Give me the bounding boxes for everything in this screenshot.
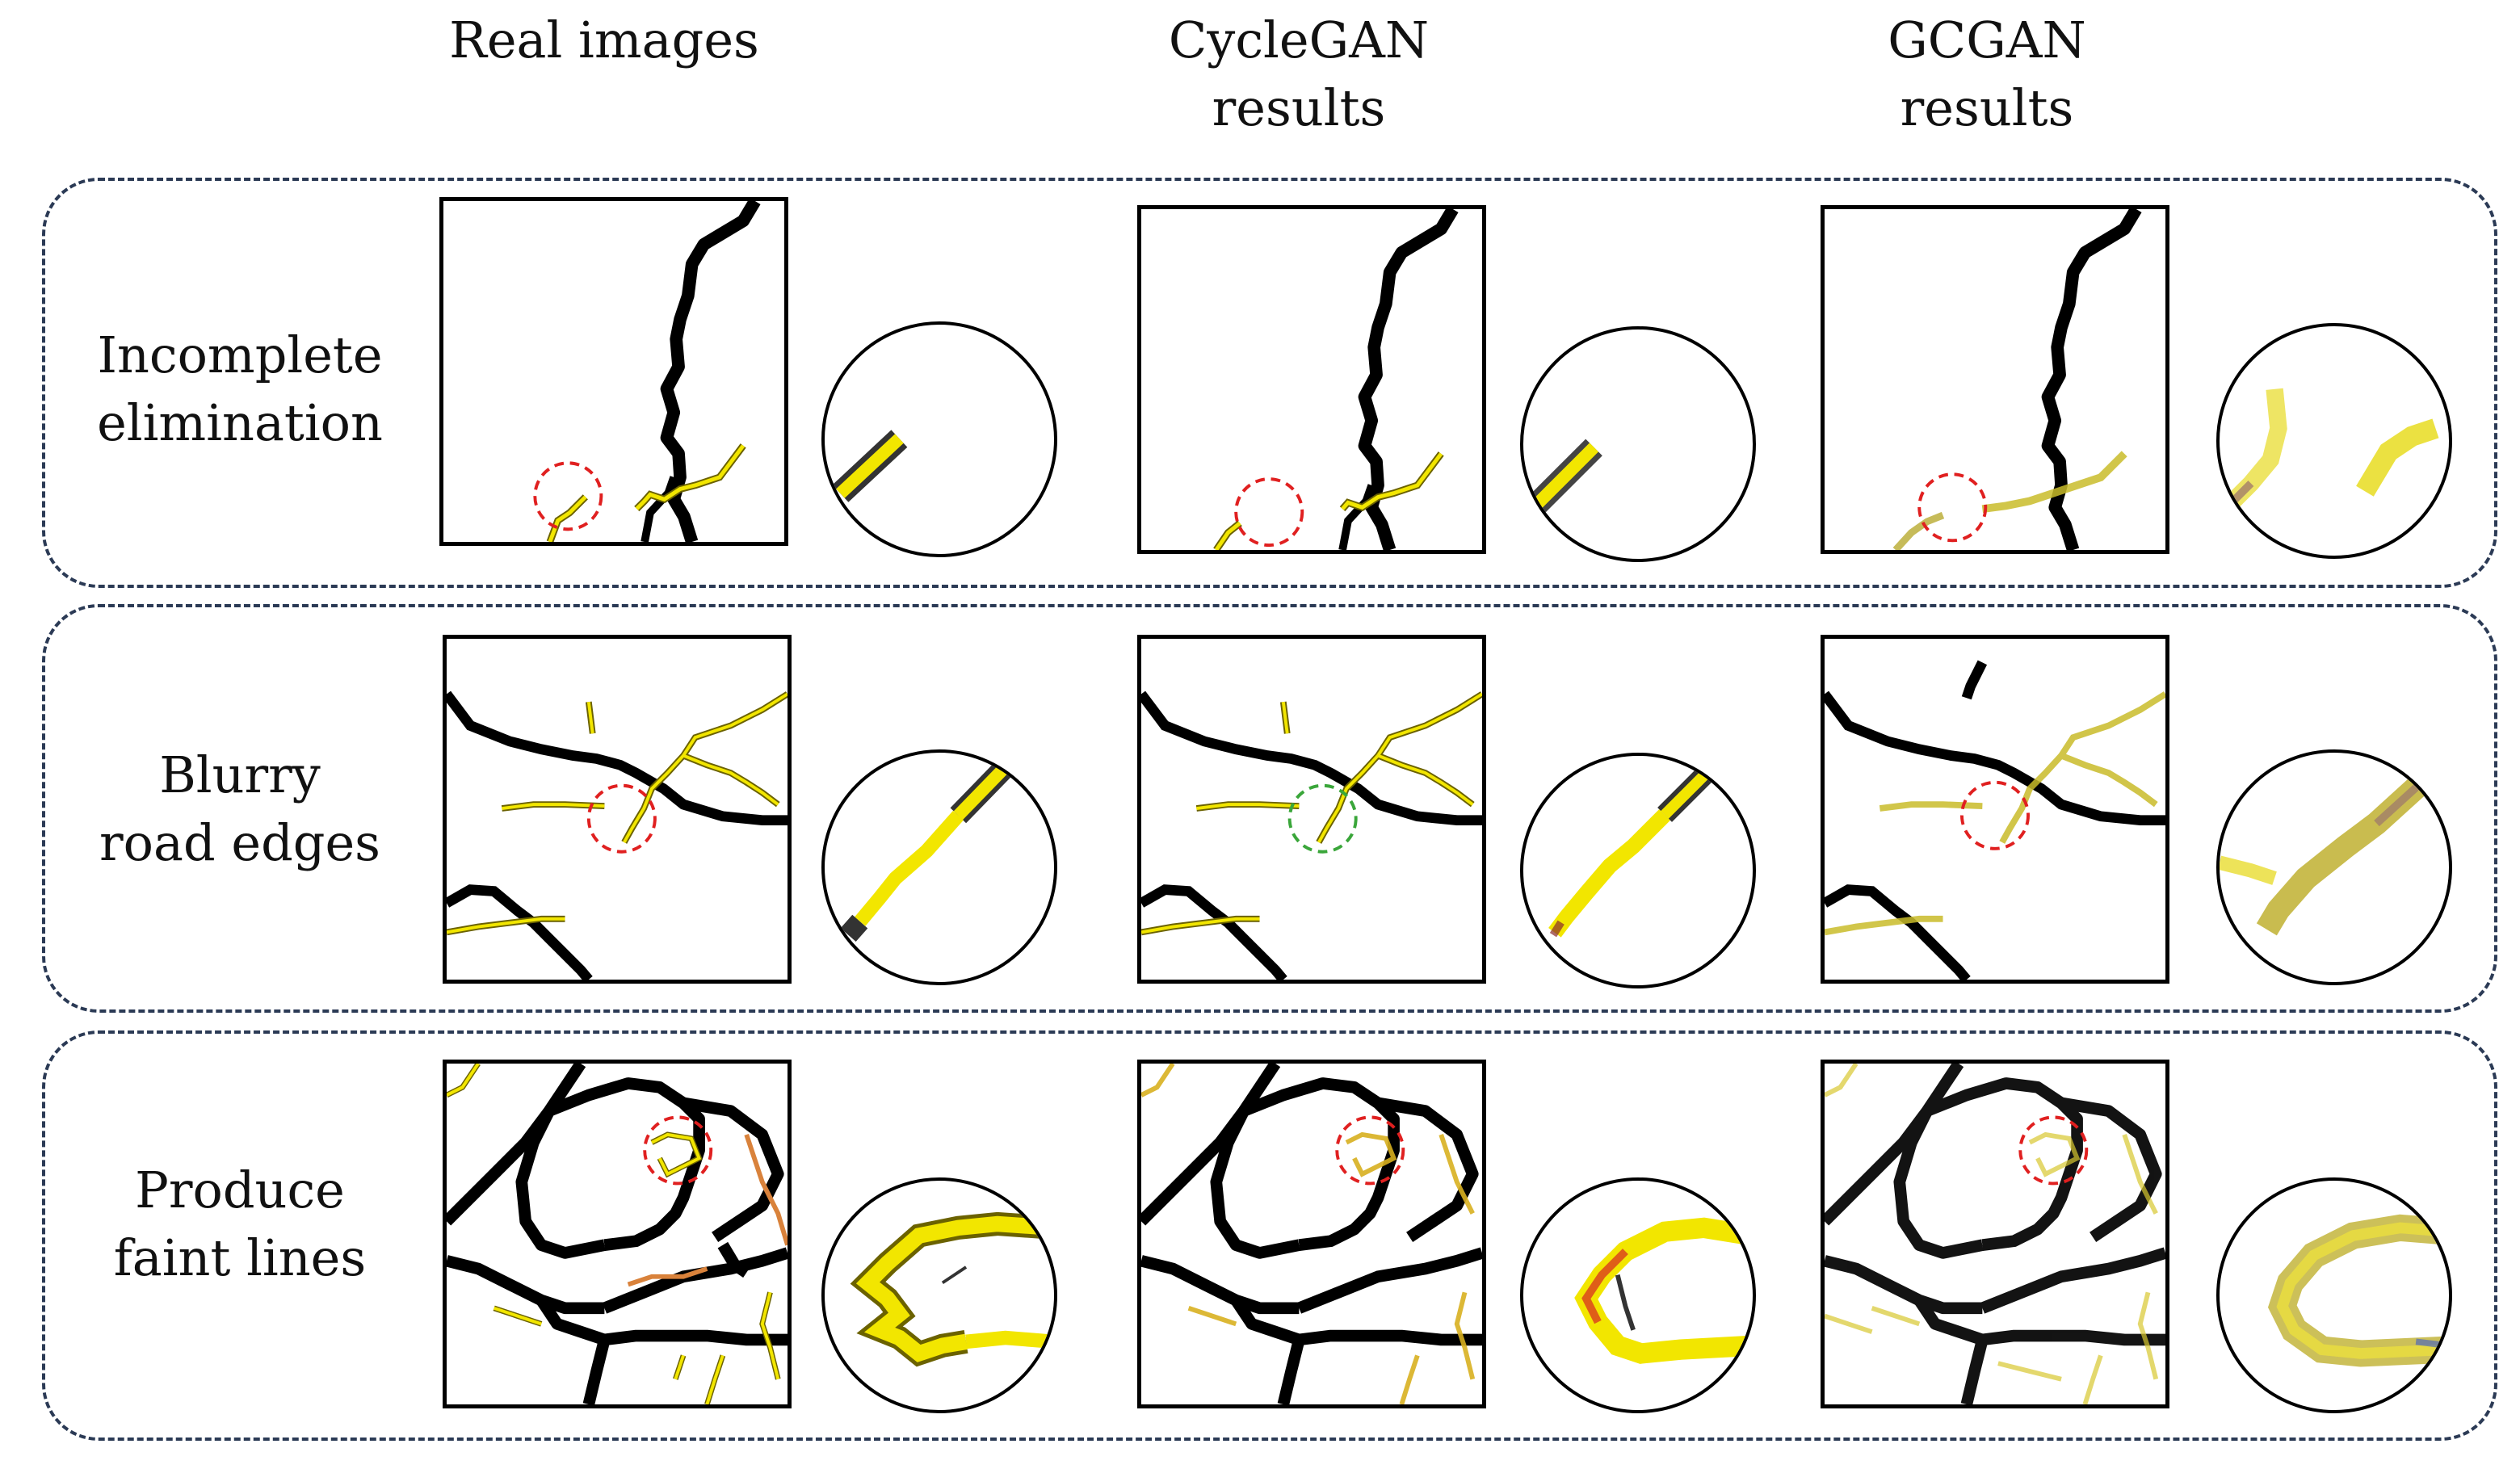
zoom-cyclegan-row3 bbox=[1520, 1177, 1756, 1413]
problem-marker bbox=[1917, 472, 1988, 543]
map-tile-gcgan-row1 bbox=[1821, 205, 2169, 554]
zoom-gcgan-row3 bbox=[2216, 1177, 2452, 1413]
map-tile-real-row1 bbox=[439, 197, 788, 546]
map-tile-gcgan-row3 bbox=[1821, 1060, 2169, 1408]
correct-marker bbox=[1287, 783, 1358, 854]
map-tile-cyclegan-row3 bbox=[1137, 1060, 1486, 1408]
zoom-cyclegan-row2 bbox=[1520, 753, 1756, 988]
problem-marker bbox=[586, 783, 657, 854]
zoom-cyclegan-row1 bbox=[1520, 326, 1756, 562]
problem-marker bbox=[1234, 477, 1304, 548]
problem-marker bbox=[1960, 780, 2030, 850]
column-header-cyclegan: CycleGAN results bbox=[1073, 6, 1525, 142]
row-box-faint-lines bbox=[42, 1030, 2497, 1441]
row-label-blurry-road-edges: Blurry road edges bbox=[42, 741, 438, 877]
map-tile-real-row3 bbox=[443, 1060, 792, 1408]
row-label-1-line1: Incomplete bbox=[97, 325, 383, 384]
column-header-cyclegan-line2: results bbox=[1212, 78, 1386, 137]
column-header-gcgan: GCGAN results bbox=[1761, 6, 2213, 142]
row-label-incomplete-elimination: Incomplete elimination bbox=[42, 321, 438, 457]
row-box-blurry-road-edges bbox=[42, 604, 2497, 1013]
row-box-incomplete-elimination bbox=[42, 178, 2497, 588]
column-header-real-line1: Real images bbox=[449, 10, 759, 69]
problem-marker bbox=[1335, 1115, 1405, 1186]
row-label-3-line2: faint lines bbox=[113, 1228, 367, 1287]
column-header-real: Real images bbox=[378, 6, 830, 74]
column-header-cyclegan-line1: CycleGAN bbox=[1168, 10, 1430, 69]
zoom-real-row3 bbox=[821, 1177, 1057, 1413]
zoom-real-row2 bbox=[821, 749, 1057, 985]
row-label-1-line2: elimination bbox=[97, 393, 383, 452]
map-tile-gcgan-row2 bbox=[1821, 635, 2169, 984]
row-label-faint-lines: Produce faint lines bbox=[42, 1156, 438, 1292]
zoom-real-row1 bbox=[821, 321, 1057, 557]
column-header-gcgan-line1: GCGAN bbox=[1888, 10, 2086, 69]
problem-marker bbox=[643, 1115, 713, 1186]
row-label-3-line1: Produce bbox=[135, 1161, 345, 1219]
zoom-gcgan-row2 bbox=[2216, 749, 2452, 985]
problem-marker bbox=[2018, 1115, 2089, 1186]
problem-marker bbox=[533, 461, 603, 531]
map-tile-real-row2 bbox=[443, 635, 792, 984]
row-label-2-line2: road edges bbox=[99, 813, 380, 872]
column-header-gcgan-line2: results bbox=[1900, 78, 2074, 137]
map-tile-cyclegan-row1 bbox=[1137, 205, 1486, 554]
zoom-gcgan-row1 bbox=[2216, 323, 2452, 559]
row-label-2-line1: Blurry bbox=[159, 745, 321, 804]
map-tile-cyclegan-row2 bbox=[1137, 635, 1486, 984]
